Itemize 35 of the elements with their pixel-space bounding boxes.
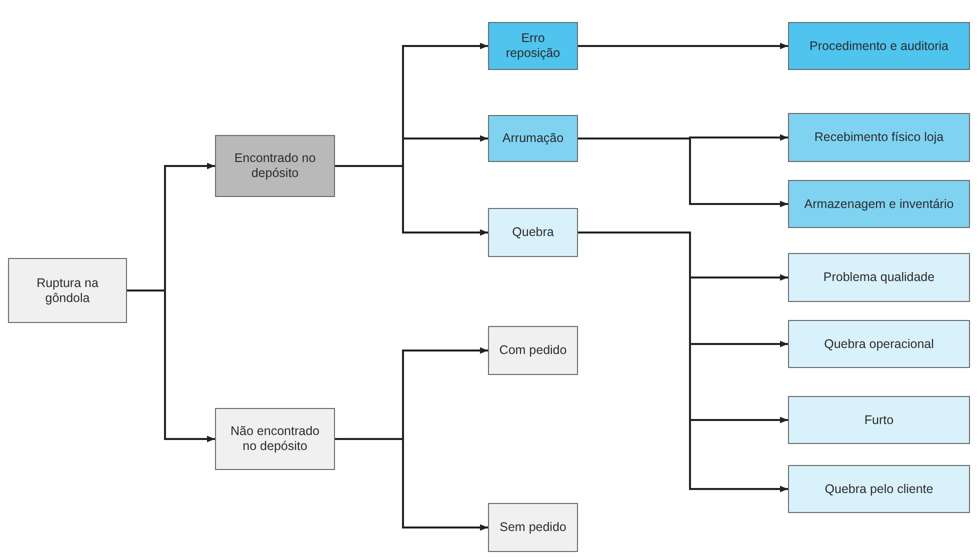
category-box: [488, 22, 578, 70]
category-box: [215, 408, 335, 470]
box-label: Quebra pelo cliente: [824, 482, 934, 496]
arrow: [578, 42, 788, 50]
box-label: Problema qualidade: [823, 270, 935, 285]
box-label: Armazenagem e inventário: [804, 196, 954, 212]
box-label: Quebra operacional: [824, 336, 934, 352]
category-box: [488, 115, 578, 162]
category-box: [788, 113, 970, 162]
box-label: Ruptura na gôndola: [36, 276, 100, 306]
box-label: Erro reposição: [504, 31, 562, 61]
category-box: [215, 135, 335, 197]
box-label: Arrumação: [502, 131, 564, 146]
category-box: [788, 22, 970, 70]
box-label: Com pedido: [499, 343, 567, 358]
arrow: [335, 165, 488, 236]
category-box: [488, 326, 578, 375]
box-label: Furto: [864, 412, 894, 428]
arrow: [578, 138, 788, 208]
box-label: Sem pedido: [500, 520, 566, 535]
category-box: [788, 180, 970, 228]
arrow: [127, 290, 215, 442]
arrow: [335, 438, 488, 531]
box-label: Não encontrado no depósito: [230, 424, 320, 454]
box-label: Procedimento e auditoria: [810, 38, 948, 54]
category-box: [8, 258, 127, 323]
category-box: [488, 503, 578, 552]
box-label: Quebra: [512, 225, 554, 240]
category-box: [788, 396, 970, 444]
category-box: [788, 320, 970, 368]
box-label: Recebimento físico loja: [814, 130, 944, 145]
box-label: Encontrado no depósito: [233, 151, 317, 181]
category-box: [488, 208, 578, 257]
category-box: [788, 253, 970, 302]
category-box: [788, 465, 970, 513]
